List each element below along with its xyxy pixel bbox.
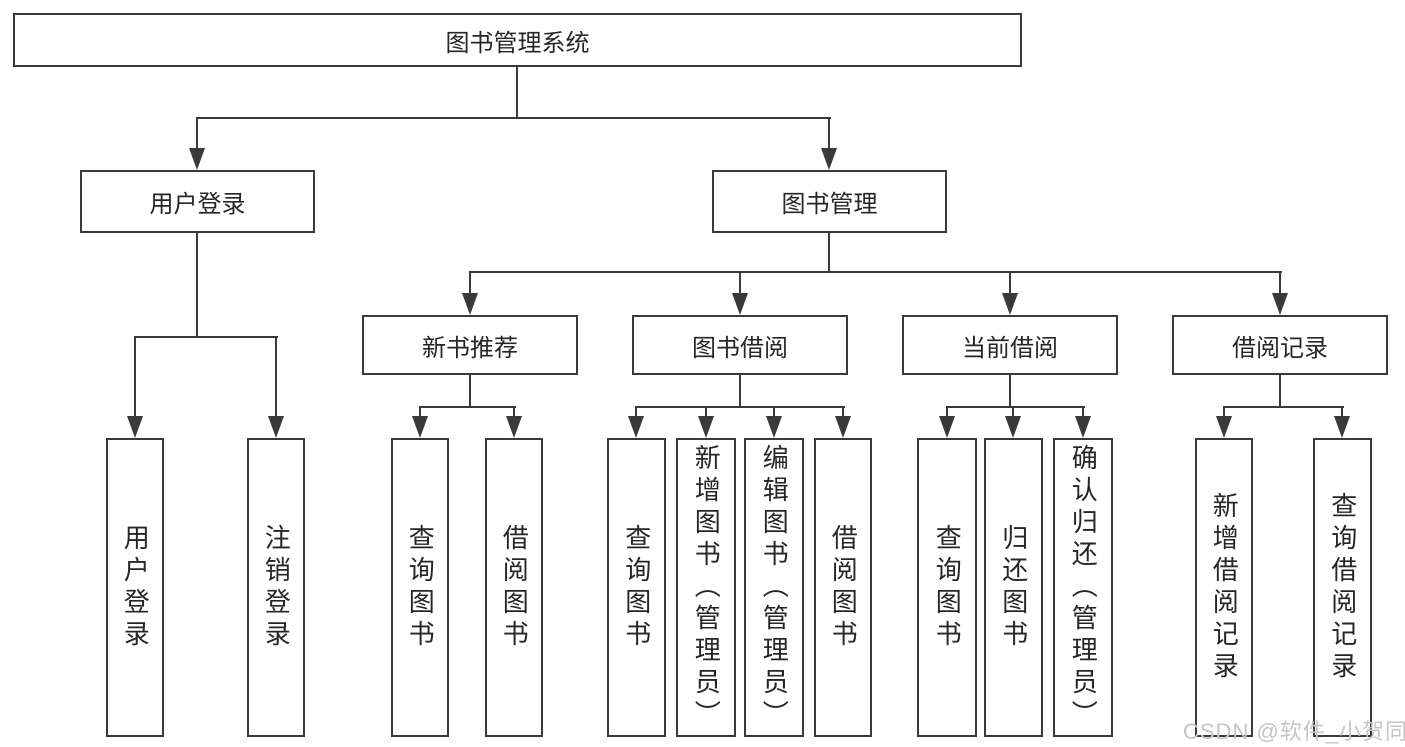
arrowhead-bb-borrow xyxy=(835,416,851,438)
connector-drop-logout xyxy=(275,336,277,416)
arrowhead-cb-return xyxy=(1005,416,1021,438)
connector-level2-rail xyxy=(196,117,831,119)
arrowhead-rec-add xyxy=(1216,416,1232,438)
connector-drop-bb-add xyxy=(705,406,707,418)
arrowhead-logout xyxy=(268,416,284,438)
arrowhead-nb-query xyxy=(412,416,428,438)
node-root: 图书管理系统 xyxy=(13,13,1022,67)
arrowhead-bb-query xyxy=(628,416,644,438)
arrowhead-cb-confirm xyxy=(1075,416,1091,438)
connector-records-rail xyxy=(1223,406,1344,408)
node-current-borrowing: 当前借阅 xyxy=(902,315,1118,375)
connector-user-login-rail xyxy=(134,336,278,338)
leaf-cb-query-books: 查询图书 xyxy=(917,438,977,737)
connector-user-login-stem xyxy=(196,233,198,338)
connector-drop-cb-confirm xyxy=(1082,406,1084,418)
connector-drop-records xyxy=(1279,271,1281,295)
leaf-rec-add-record: 新增借阅记录 xyxy=(1195,438,1253,737)
arrowhead-login xyxy=(127,416,143,438)
connector-root-stem xyxy=(516,67,518,118)
node-book-borrowing: 图书借阅 xyxy=(632,315,848,375)
arrowhead-current-borrow xyxy=(1002,293,1018,315)
arrowhead-nb-borrow xyxy=(506,416,522,438)
arrowhead-rec-query xyxy=(1334,416,1350,438)
connector-current-borrow-rail xyxy=(946,406,1085,408)
leaf-bb-borrow-books: 借阅图书 xyxy=(814,438,872,737)
connector-drop-cb-query xyxy=(946,406,948,418)
connector-book-borrow-stem xyxy=(739,375,741,408)
node-user-login: 用户登录 xyxy=(80,170,315,233)
connector-drop-nb-query xyxy=(419,406,421,418)
node-book-management: 图书管理 xyxy=(712,170,947,233)
connector-drop-user-login xyxy=(196,117,198,149)
connector-drop-new-book xyxy=(469,271,471,295)
arrowhead-bb-edit xyxy=(766,416,782,438)
connector-drop-book-management xyxy=(828,117,830,149)
connector-drop-login xyxy=(134,336,136,416)
csdn-watermark: CSDN @软件_小贺同学 xyxy=(1183,719,1405,744)
connector-drop-cb-return xyxy=(1012,406,1014,418)
connector-drop-bb-edit xyxy=(773,406,775,418)
connector-level3-rail xyxy=(469,271,1282,273)
arrowhead-cb-query xyxy=(939,416,955,438)
leaf-user-login: 用户登录 xyxy=(106,438,164,737)
leaf-cb-return-books: 归还图书 xyxy=(984,438,1043,737)
connector-new-book-stem xyxy=(469,375,471,408)
node-borrowing-records: 借阅记录 xyxy=(1172,315,1388,375)
leaf-logout: 注销登录 xyxy=(247,438,305,737)
leaf-nb-borrow-books: 借阅图书 xyxy=(485,438,543,737)
connector-new-book-rail xyxy=(419,406,516,408)
arrowhead-bb-add xyxy=(698,416,714,438)
arrowhead-book-borrow xyxy=(732,293,748,315)
connector-book-borrow-rail xyxy=(635,406,845,408)
arrowhead-new-book xyxy=(462,293,478,315)
connector-drop-rec-query xyxy=(1341,406,1343,418)
leaf-bb-query-books: 查询图书 xyxy=(607,438,666,737)
connector-drop-bb-borrow xyxy=(842,406,844,418)
leaf-bb-edit-books-admin: 编辑图书（管理员） xyxy=(744,438,804,737)
arrowhead-user-login xyxy=(189,148,205,170)
arrowhead-book-management xyxy=(821,148,837,170)
leaf-rec-query-record: 查询借阅记录 xyxy=(1313,438,1372,737)
connector-drop-current-borrow xyxy=(1009,271,1011,295)
connector-book-management-stem xyxy=(828,233,830,273)
connector-drop-book-borrow xyxy=(739,271,741,295)
arrowhead-records xyxy=(1272,293,1288,315)
connector-records-stem xyxy=(1279,375,1281,408)
leaf-bb-add-books-admin: 新增图书（管理员） xyxy=(676,438,736,737)
node-new-book-recommendation: 新书推荐 xyxy=(362,315,578,375)
leaf-nb-query-books: 查询图书 xyxy=(391,438,449,737)
connector-drop-rec-add xyxy=(1223,406,1225,418)
leaf-cb-confirm-return-admin: 确认归还（管理员） xyxy=(1053,438,1113,737)
connector-current-borrow-stem xyxy=(1009,375,1011,408)
connector-drop-nb-borrow xyxy=(513,406,515,418)
connector-drop-bb-query xyxy=(635,406,637,418)
